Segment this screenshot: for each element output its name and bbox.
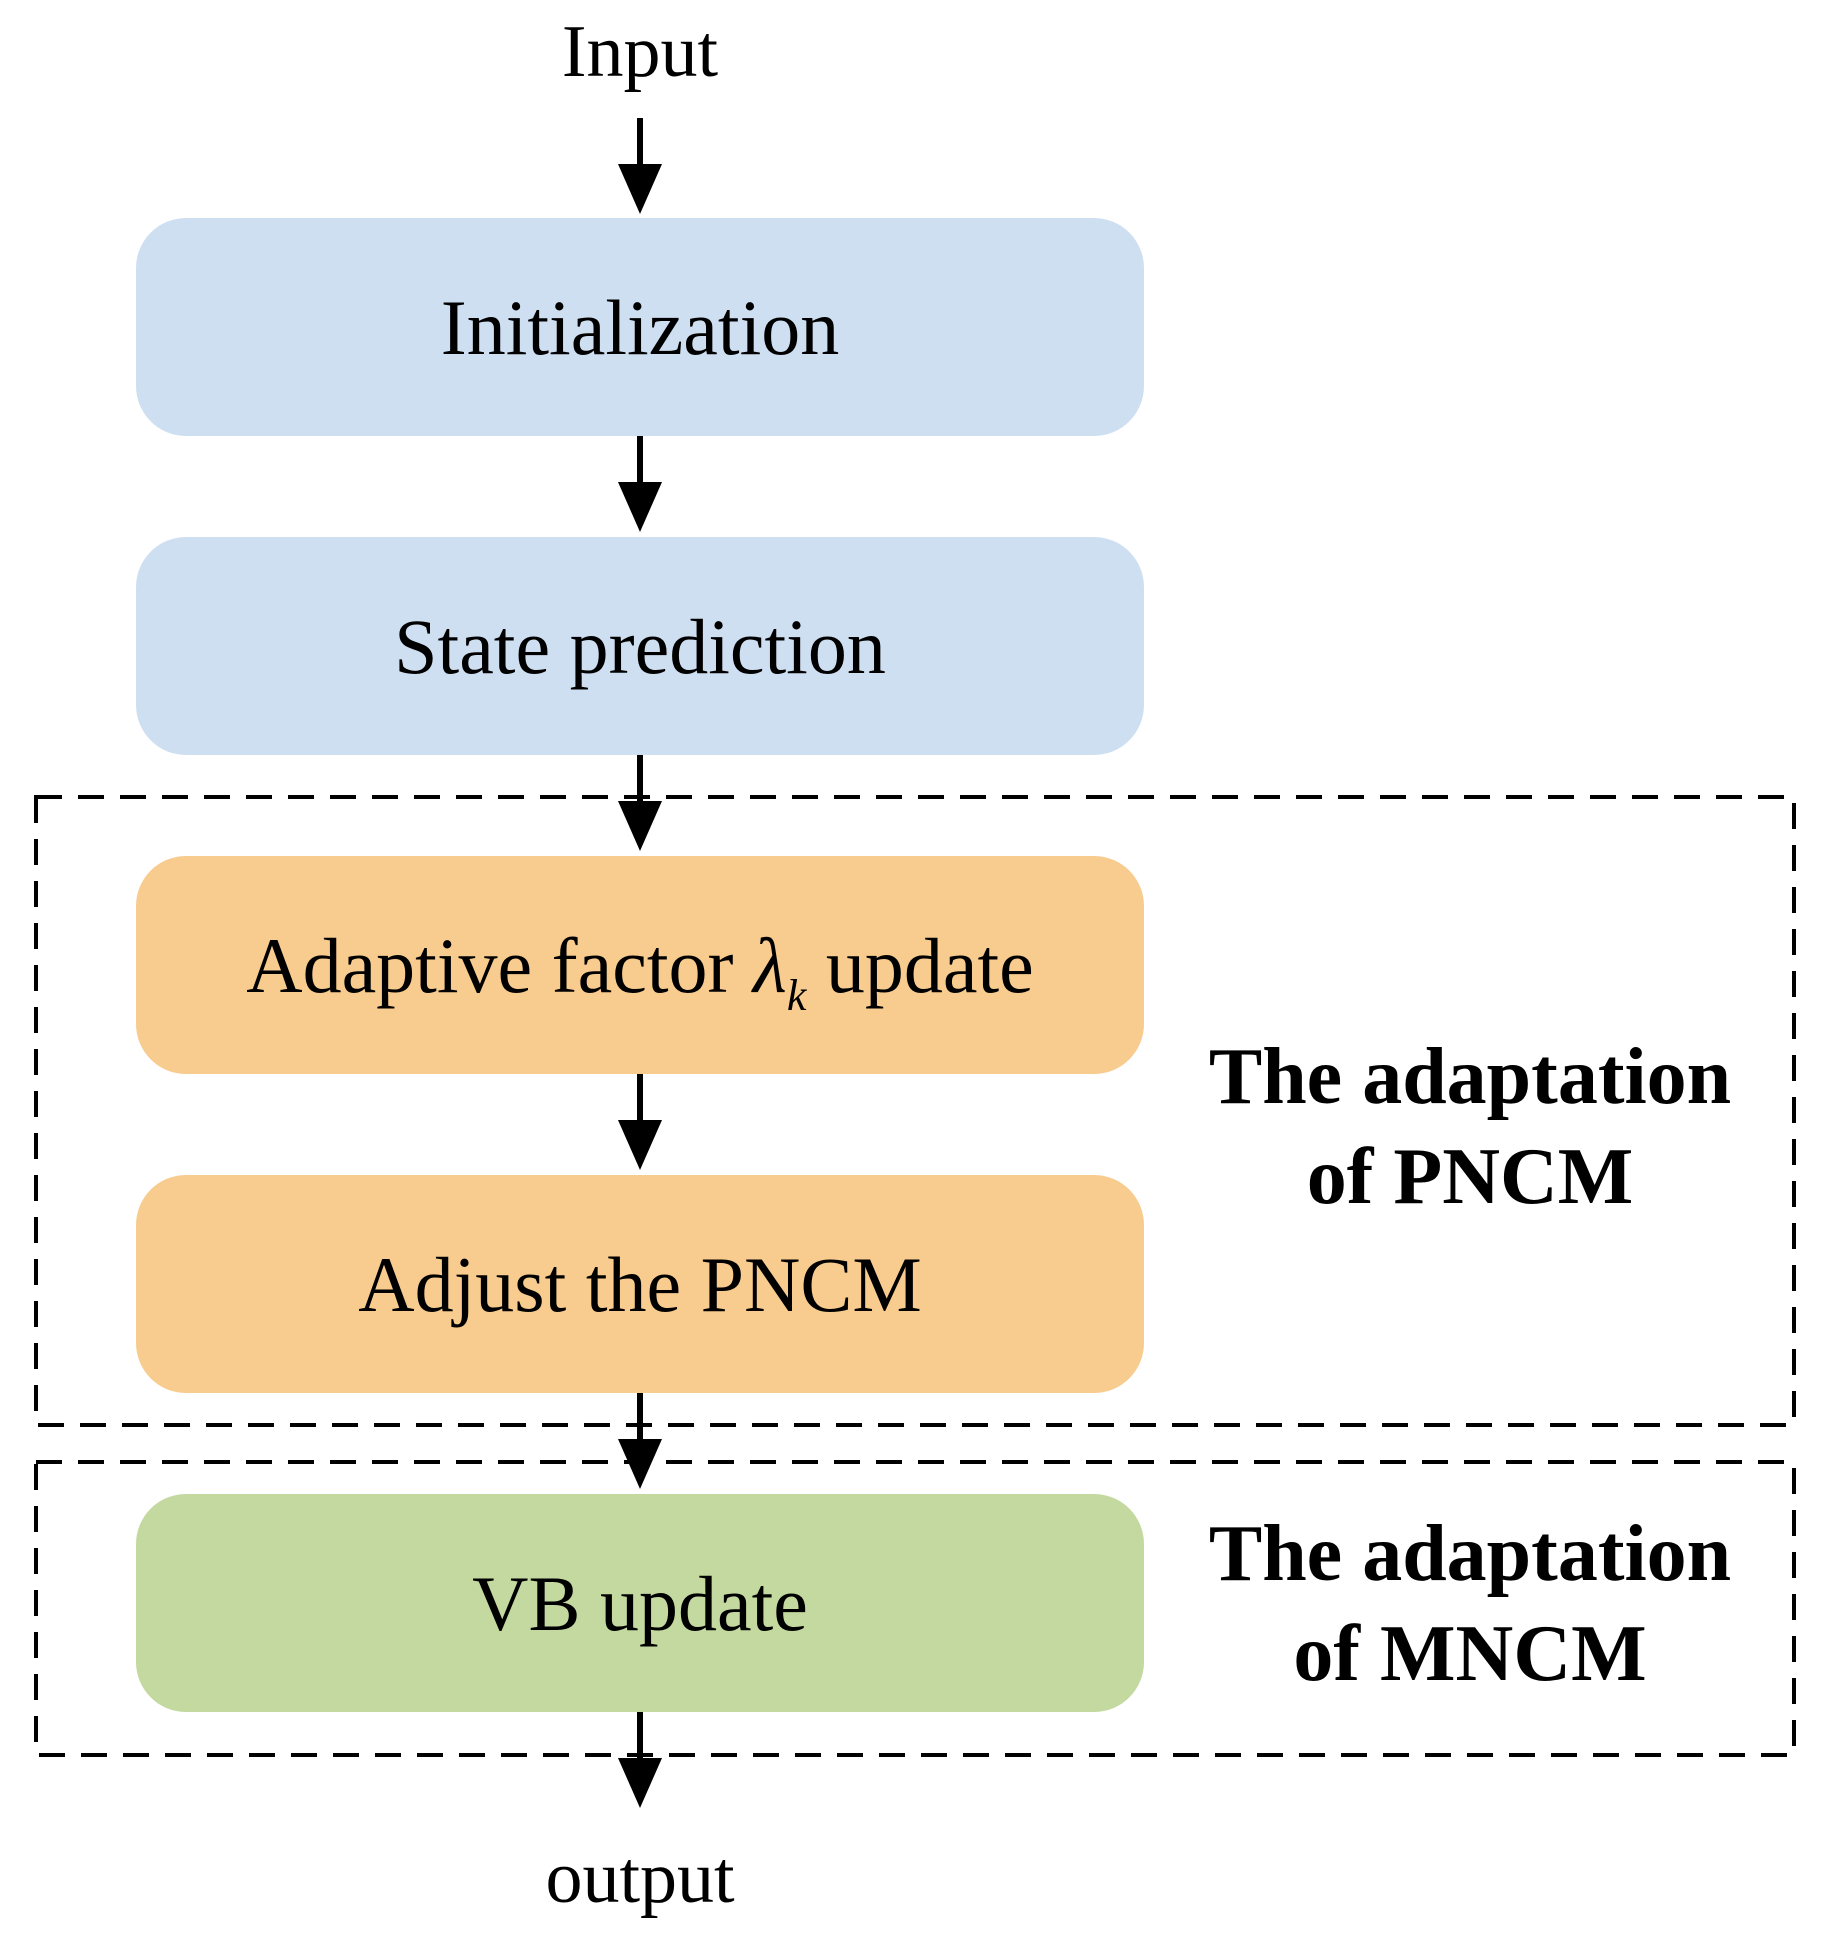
vb-update-step: VB update — [136, 1494, 1144, 1712]
arrow-adaptive-factor-to-adjust-pncm — [618, 1074, 662, 1170]
mncm-group-label-line2: of MNCM — [1293, 1610, 1646, 1698]
initialization-box — [136, 218, 1144, 436]
initialization-label: Initialization — [441, 284, 840, 371]
adjust-pncm-box — [136, 1175, 1144, 1393]
adaptive-factor-update-step: Adaptive factor λk update — [136, 856, 1144, 1074]
mncm-group-label: The adaptation of MNCM — [1209, 1510, 1731, 1698]
state-prediction-label: State prediction — [394, 603, 886, 690]
input-label: Input — [562, 11, 719, 93]
update-text: update — [806, 922, 1033, 1009]
pncm-group-label-line2: of PNCM — [1307, 1133, 1634, 1221]
arrow-vb-update-to-output — [618, 1712, 662, 1808]
initialization-step: Initialization — [136, 218, 1144, 436]
adjust-pncm-step: Adjust the PNCM — [136, 1175, 1144, 1393]
arrow-state-prediction-to-adaptive-factor — [618, 755, 662, 851]
pncm-group-label-line1: The adaptation — [1209, 1033, 1731, 1121]
pncm-group-label: The adaptation of PNCM — [1209, 1033, 1731, 1221]
adjust-pncm-label: Adjust the PNCM — [358, 1241, 921, 1328]
arrow-adjust-pncm-to-vb-update — [618, 1393, 662, 1489]
adaptive-factor-text: Adaptive factor — [246, 922, 753, 1009]
lambda-subscript: k — [787, 971, 808, 1020]
vb-update-box — [136, 1494, 1144, 1712]
adaptive-factor-update-label: Adaptive factor λk update — [246, 922, 1034, 1020]
mncm-group-box — [34, 1460, 1796, 1757]
pncm-group-box — [34, 795, 1796, 1427]
lambda-symbol: λ — [751, 922, 787, 1009]
output-label: output — [545, 1837, 735, 1919]
mncm-group-label-line1: The adaptation — [1209, 1510, 1731, 1598]
state-prediction-step: State prediction — [136, 537, 1144, 755]
arrow-input-to-initialization — [618, 118, 662, 214]
adaptive-factor-update-box — [136, 856, 1144, 1074]
state-prediction-box — [136, 537, 1144, 755]
arrow-initialization-to-state-prediction — [618, 436, 662, 532]
vb-update-label: VB update — [472, 1560, 808, 1647]
